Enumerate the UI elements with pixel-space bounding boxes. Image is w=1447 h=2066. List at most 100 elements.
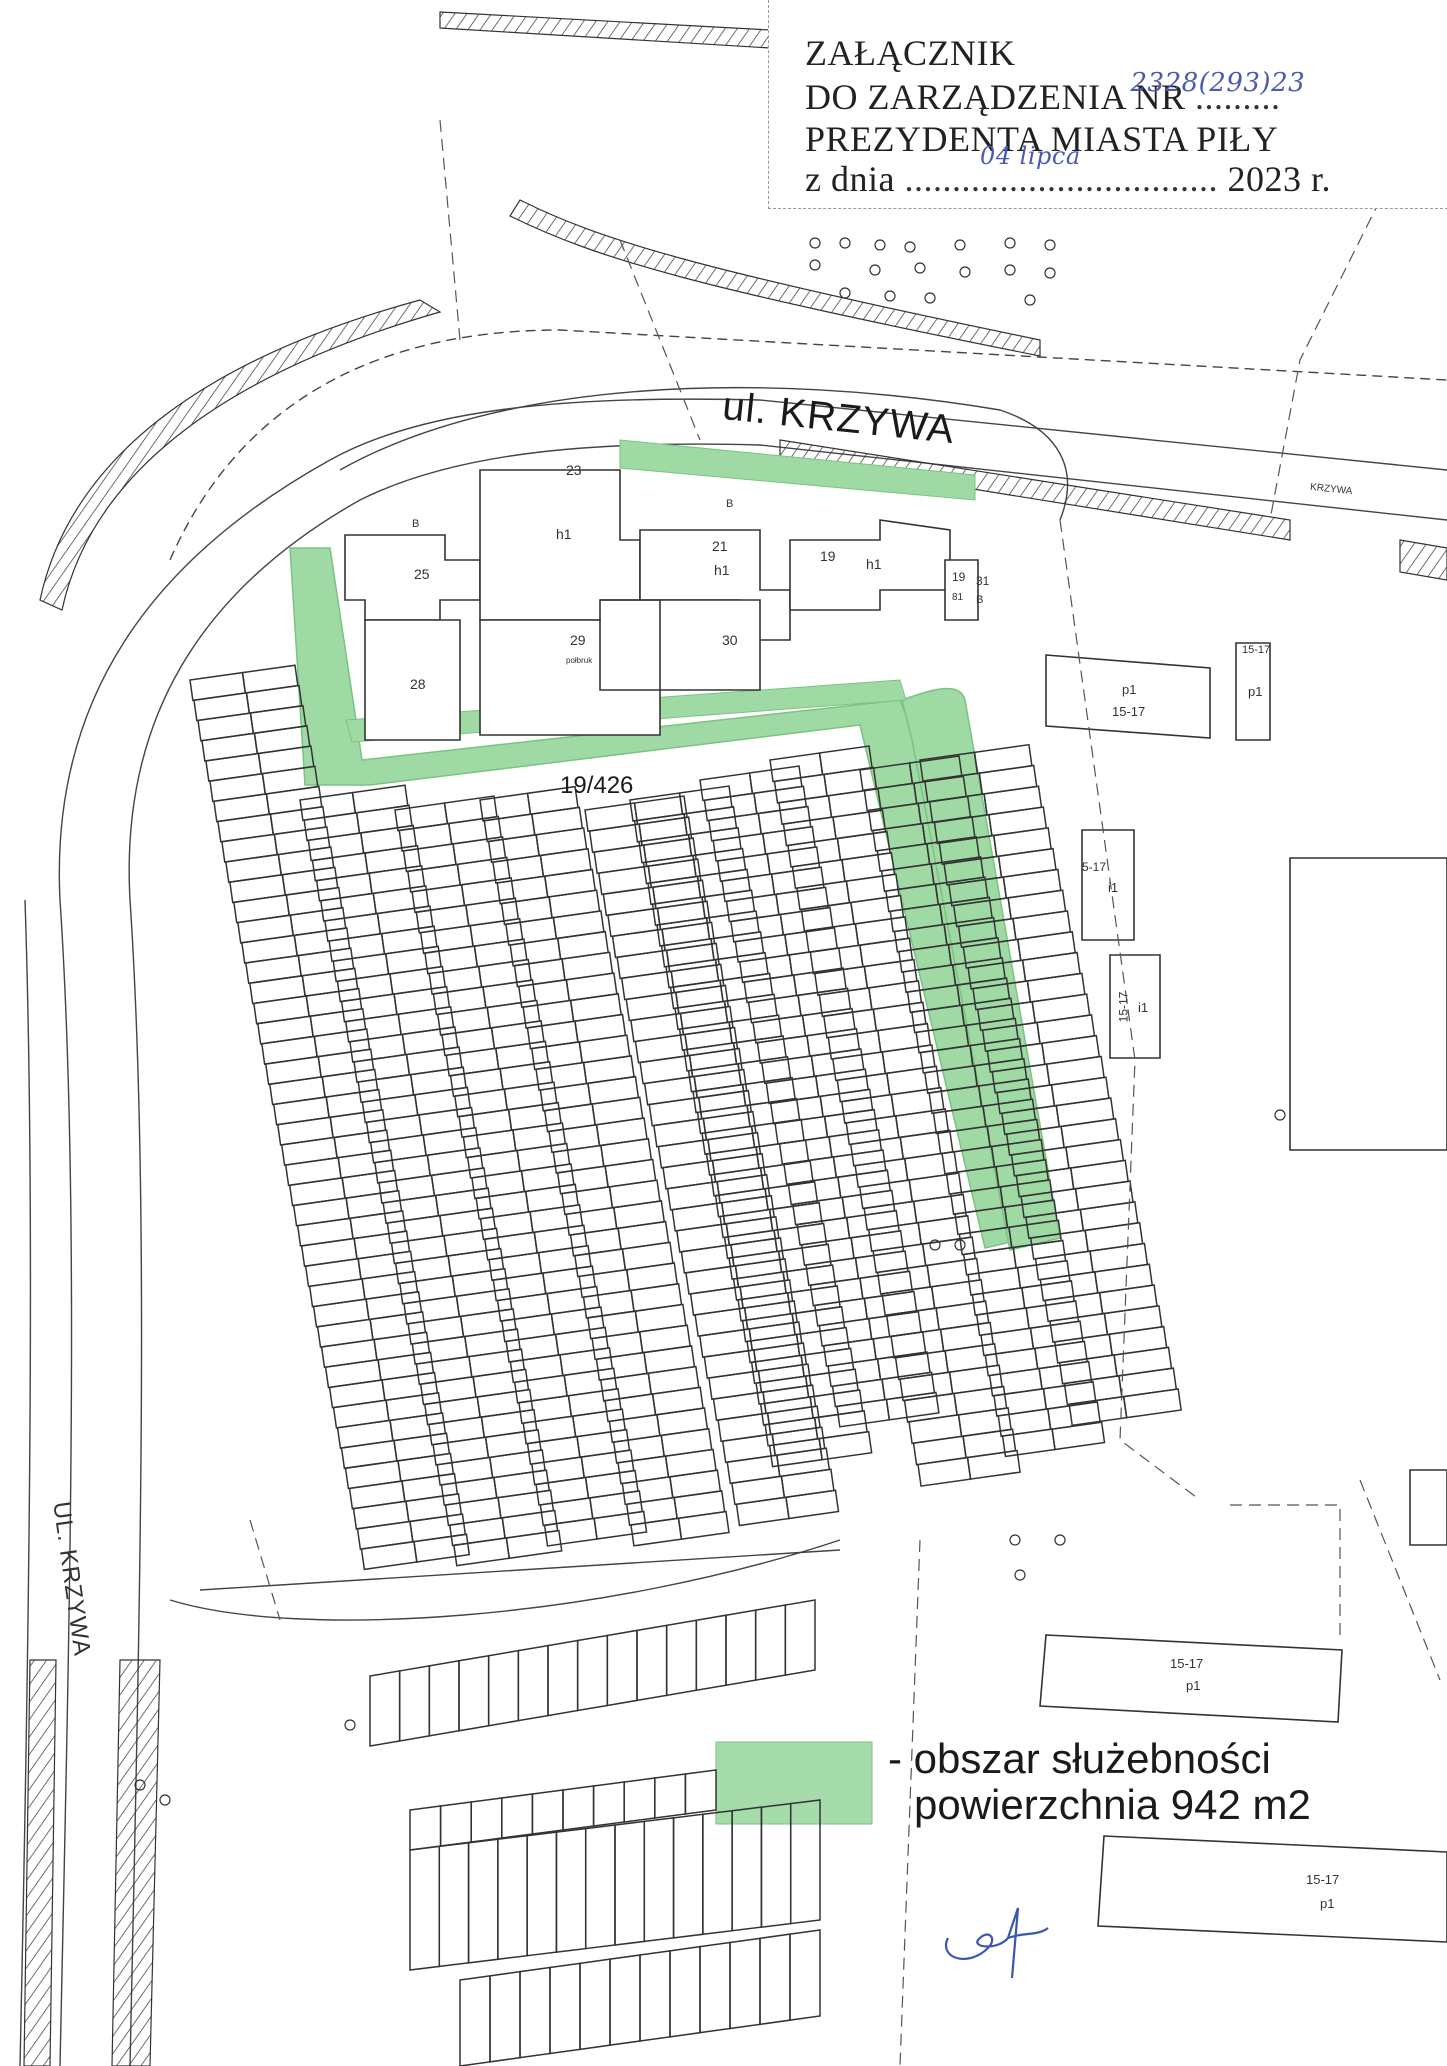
building-code: h1 <box>866 556 882 572</box>
garage-unit <box>561 951 614 981</box>
garage-unit <box>571 1408 627 1438</box>
handwritten-decree-number: 2328(293)23 <box>1130 68 1306 98</box>
garage-unit <box>822 1337 877 1368</box>
garage-unit <box>490 1020 545 1050</box>
garage-unit <box>458 1654 490 1732</box>
garage-unit <box>578 1034 631 1064</box>
garage-unit <box>428 965 483 995</box>
garage-unit <box>729 1937 761 2030</box>
garage-unit <box>482 979 537 1009</box>
tree-icon <box>839 237 851 249</box>
garage-unit <box>962 1428 1017 1459</box>
garage-unit <box>578 1268 631 1299</box>
garage-unit <box>836 830 891 861</box>
garage-unit <box>859 937 914 968</box>
garage-unit <box>530 1041 584 1071</box>
hatched-fences <box>23 11 1447 2066</box>
garage-unit <box>695 1614 727 1692</box>
tree-icon <box>959 266 971 278</box>
garage-unit <box>467 1838 499 1964</box>
tree-icon <box>924 292 936 304</box>
garage-unit <box>563 1367 618 1397</box>
side-block-code: i1 <box>1138 1000 1149 1015</box>
building-number: 19 <box>820 548 836 564</box>
garage-unit <box>589 1490 644 1520</box>
garage-strip <box>859 755 1106 1458</box>
tree-icon <box>954 239 966 251</box>
garage-unit <box>784 926 839 956</box>
attachment-stamp: ZAŁĄCZNIK DO ZARZĄDZENIA NR .........232… <box>768 0 1447 209</box>
garage-unit <box>647 875 702 906</box>
garage-unit <box>647 1365 700 1396</box>
garage-unit <box>415 904 470 934</box>
tree-icon <box>809 237 821 249</box>
garage-unit <box>369 1670 401 1747</box>
garage-unit <box>595 1351 648 1381</box>
garage-unit <box>899 1129 954 1160</box>
garage-unit <box>501 1313 556 1343</box>
garage-unit <box>611 928 666 959</box>
garage-unit <box>967 1266 1022 1296</box>
garage-unit <box>863 958 918 989</box>
garage-unit <box>543 868 597 898</box>
garage-unit <box>535 827 588 857</box>
garage-unit <box>634 1303 687 1333</box>
garage-unit <box>600 1137 653 1168</box>
garage-unit <box>524 1183 579 1213</box>
garage-unit <box>582 1289 635 1319</box>
garage-unit <box>612 1434 666 1464</box>
garage-unit <box>1122 1388 1182 1419</box>
garage-unit <box>731 1475 786 1506</box>
tree-icon <box>929 1239 941 1251</box>
garage-unit <box>988 1367 1043 1397</box>
garage-unit <box>1021 1279 1076 1310</box>
building-code: B <box>412 518 420 530</box>
garage-unit <box>669 1469 722 1499</box>
garage-unit <box>854 1250 909 1280</box>
garage-unit <box>516 1142 571 1172</box>
garage-unit <box>543 1103 597 1133</box>
garage-unit <box>642 854 697 885</box>
garage-unit <box>634 1033 689 1064</box>
building-number: 31 <box>976 574 990 588</box>
garage-unit <box>679 1005 734 1036</box>
garage-unit <box>547 1639 579 1717</box>
garage-unit <box>735 1496 790 1527</box>
garage-unit <box>595 1117 648 1147</box>
garage-unit <box>522 1415 577 1445</box>
garage-unit <box>552 1144 605 1174</box>
garage-unit <box>881 1285 936 1317</box>
tree-icon <box>344 1719 356 1731</box>
garage-unit <box>569 1227 622 1257</box>
garage-unit <box>584 802 639 833</box>
garage-unit <box>818 1430 873 1461</box>
garage-unit <box>651 896 706 927</box>
garage-unit <box>810 1048 865 1078</box>
building-code: 81 <box>952 592 964 603</box>
garage-unit <box>665 1619 698 1697</box>
side-block-range: 15-17 <box>1242 644 1271 656</box>
garage-unit <box>454 1088 509 1118</box>
garage-unit <box>409 1805 442 1851</box>
garage-unit <box>441 1027 496 1057</box>
garage-unit <box>863 1200 918 1231</box>
garage-unit <box>617 1220 670 1251</box>
garage-rows <box>189 664 1182 2066</box>
garage-unit <box>518 1394 573 1425</box>
garage-unit <box>684 1026 739 1057</box>
garage-unit <box>630 1012 685 1043</box>
side-block-range: 5-17 <box>1082 860 1107 874</box>
garage-unit <box>625 1262 679 1292</box>
garage-unit <box>836 1072 891 1103</box>
garage-unit <box>541 1265 597 1295</box>
garage-unit <box>917 1214 972 1246</box>
garage-unit <box>591 1096 644 1126</box>
garage-unit <box>413 1533 471 1563</box>
legend-line-2: powierzchnia 942 m2 <box>914 1781 1311 1828</box>
tree-icon <box>1274 1109 1286 1121</box>
garage-unit <box>608 1413 661 1444</box>
garage-unit <box>1033 1340 1089 1370</box>
garage-unit <box>660 937 715 968</box>
garage-unit <box>840 1093 896 1124</box>
